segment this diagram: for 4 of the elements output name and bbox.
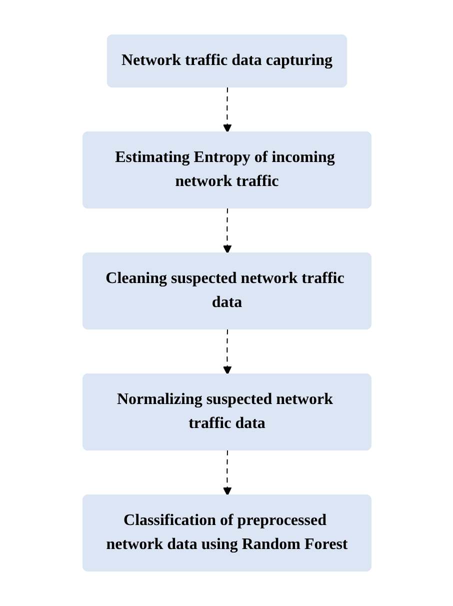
- arrow: [222, 208, 232, 254]
- arrow: [222, 329, 232, 375]
- arrow: [222, 87, 232, 133]
- arrow: [222, 450, 232, 496]
